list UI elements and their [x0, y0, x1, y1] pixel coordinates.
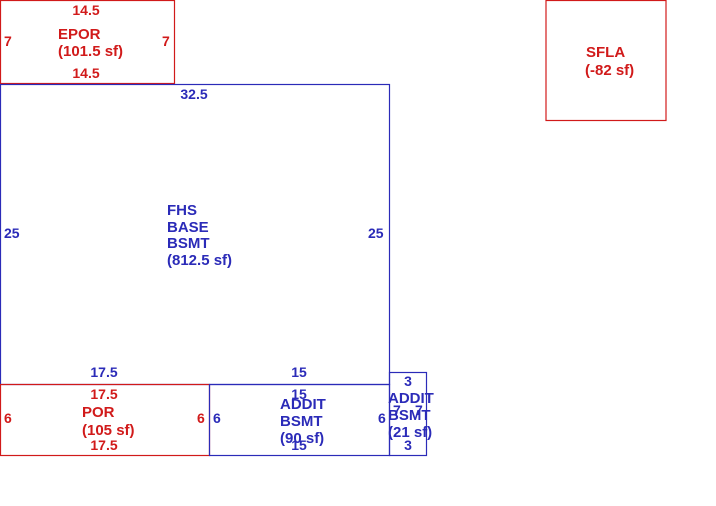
por-top-dim: 17.5: [90, 386, 117, 402]
base-label-line-4: (812.5 sf): [167, 252, 232, 269]
base-label-line-3: BSMT: [167, 235, 210, 252]
epor-label: EPOR (101.5 sf): [58, 26, 123, 60]
epor-outline: [0, 0, 176, 85]
addit1-top-dim: 15: [291, 386, 307, 402]
addit1-label-line-2: BSMT: [280, 413, 323, 430]
addit2-label: ADDIT BSMT (21 sf): [388, 390, 438, 441]
addit-bsmt-2-outline: [388, 371, 428, 457]
por-label-name: POR: [82, 404, 115, 421]
por-area[interactable]: 17.5 17.5 6 6 POR (105 sf): [0, 383, 211, 457]
base-top-dim: 32.5: [180, 86, 207, 102]
base-bottom-left-dim: 17.5: [90, 364, 117, 380]
addit2-top-dim: 3: [404, 373, 412, 389]
por-left-dim: 6: [4, 410, 12, 426]
base-right-dim: 25: [368, 225, 384, 241]
addit1-left-dim: 6: [213, 410, 221, 426]
base-label: FHS BASE BSMT (812.5 sf): [167, 202, 232, 269]
por-right-dim: 6: [197, 410, 205, 426]
addit2-right-dim: 7: [415, 402, 423, 418]
addit1-right-dim: 6: [378, 410, 386, 426]
addit2-label-line-1: ADDIT: [388, 390, 434, 407]
addit2-label-line-2: BSMT: [388, 407, 431, 424]
epor-bottom-dim: 14.5: [72, 65, 99, 81]
sfla-label-area: (-82 sf): [585, 62, 634, 79]
addit2-left-dim: 7: [393, 402, 401, 418]
base-bsmt-area[interactable]: 32.5 25 25 17.5 15 FHS BASE BSMT (812.5 …: [0, 83, 391, 386]
sfla-label-name: SFLA: [586, 44, 625, 61]
por-bottom-dim: 17.5: [90, 437, 117, 453]
addit1-bottom-dim: 15: [291, 437, 307, 453]
base-left-dim: 25: [4, 225, 20, 241]
addit2-label-line-3: (21 sf): [388, 424, 432, 441]
sfla-area[interactable]: SFLA (-82 sf): [545, 0, 667, 122]
por-label: POR (105 sf): [82, 404, 135, 439]
por-label-area: (105 sf): [82, 422, 135, 439]
sfla-label: SFLA (-82 sf): [585, 44, 634, 79]
addit2-bottom-dim: 3: [404, 437, 412, 453]
addit1-label-line-1: ADDIT: [280, 396, 326, 413]
epor-right-dim: 7: [162, 33, 170, 49]
addit-bsmt-area-1[interactable]: 15 15 6 6 ADDIT BSMT (90 sf): [208, 383, 391, 457]
epor-left-dim: 7: [4, 33, 12, 49]
epor-area[interactable]: 14.5 14.5 7 7 EPOR (101.5 sf): [0, 0, 176, 85]
sfla-outline: [545, 0, 667, 122]
addit1-label: ADDIT BSMT (90 sf): [280, 396, 330, 447]
addit-bsmt-area-2[interactable]: 3 3 7 7 ADDIT BSMT (21 sf): [388, 371, 438, 457]
epor-label-name: EPOR: [58, 26, 101, 43]
addit1-label-line-3: (90 sf): [280, 430, 324, 447]
base-label-line-1: FHS: [167, 202, 197, 219]
base-label-line-2: BASE: [167, 219, 209, 236]
base-bottom-right-dim: 15: [291, 364, 307, 380]
epor-top-dim: 14.5: [72, 2, 99, 18]
epor-label-area: (101.5 sf): [58, 43, 123, 60]
